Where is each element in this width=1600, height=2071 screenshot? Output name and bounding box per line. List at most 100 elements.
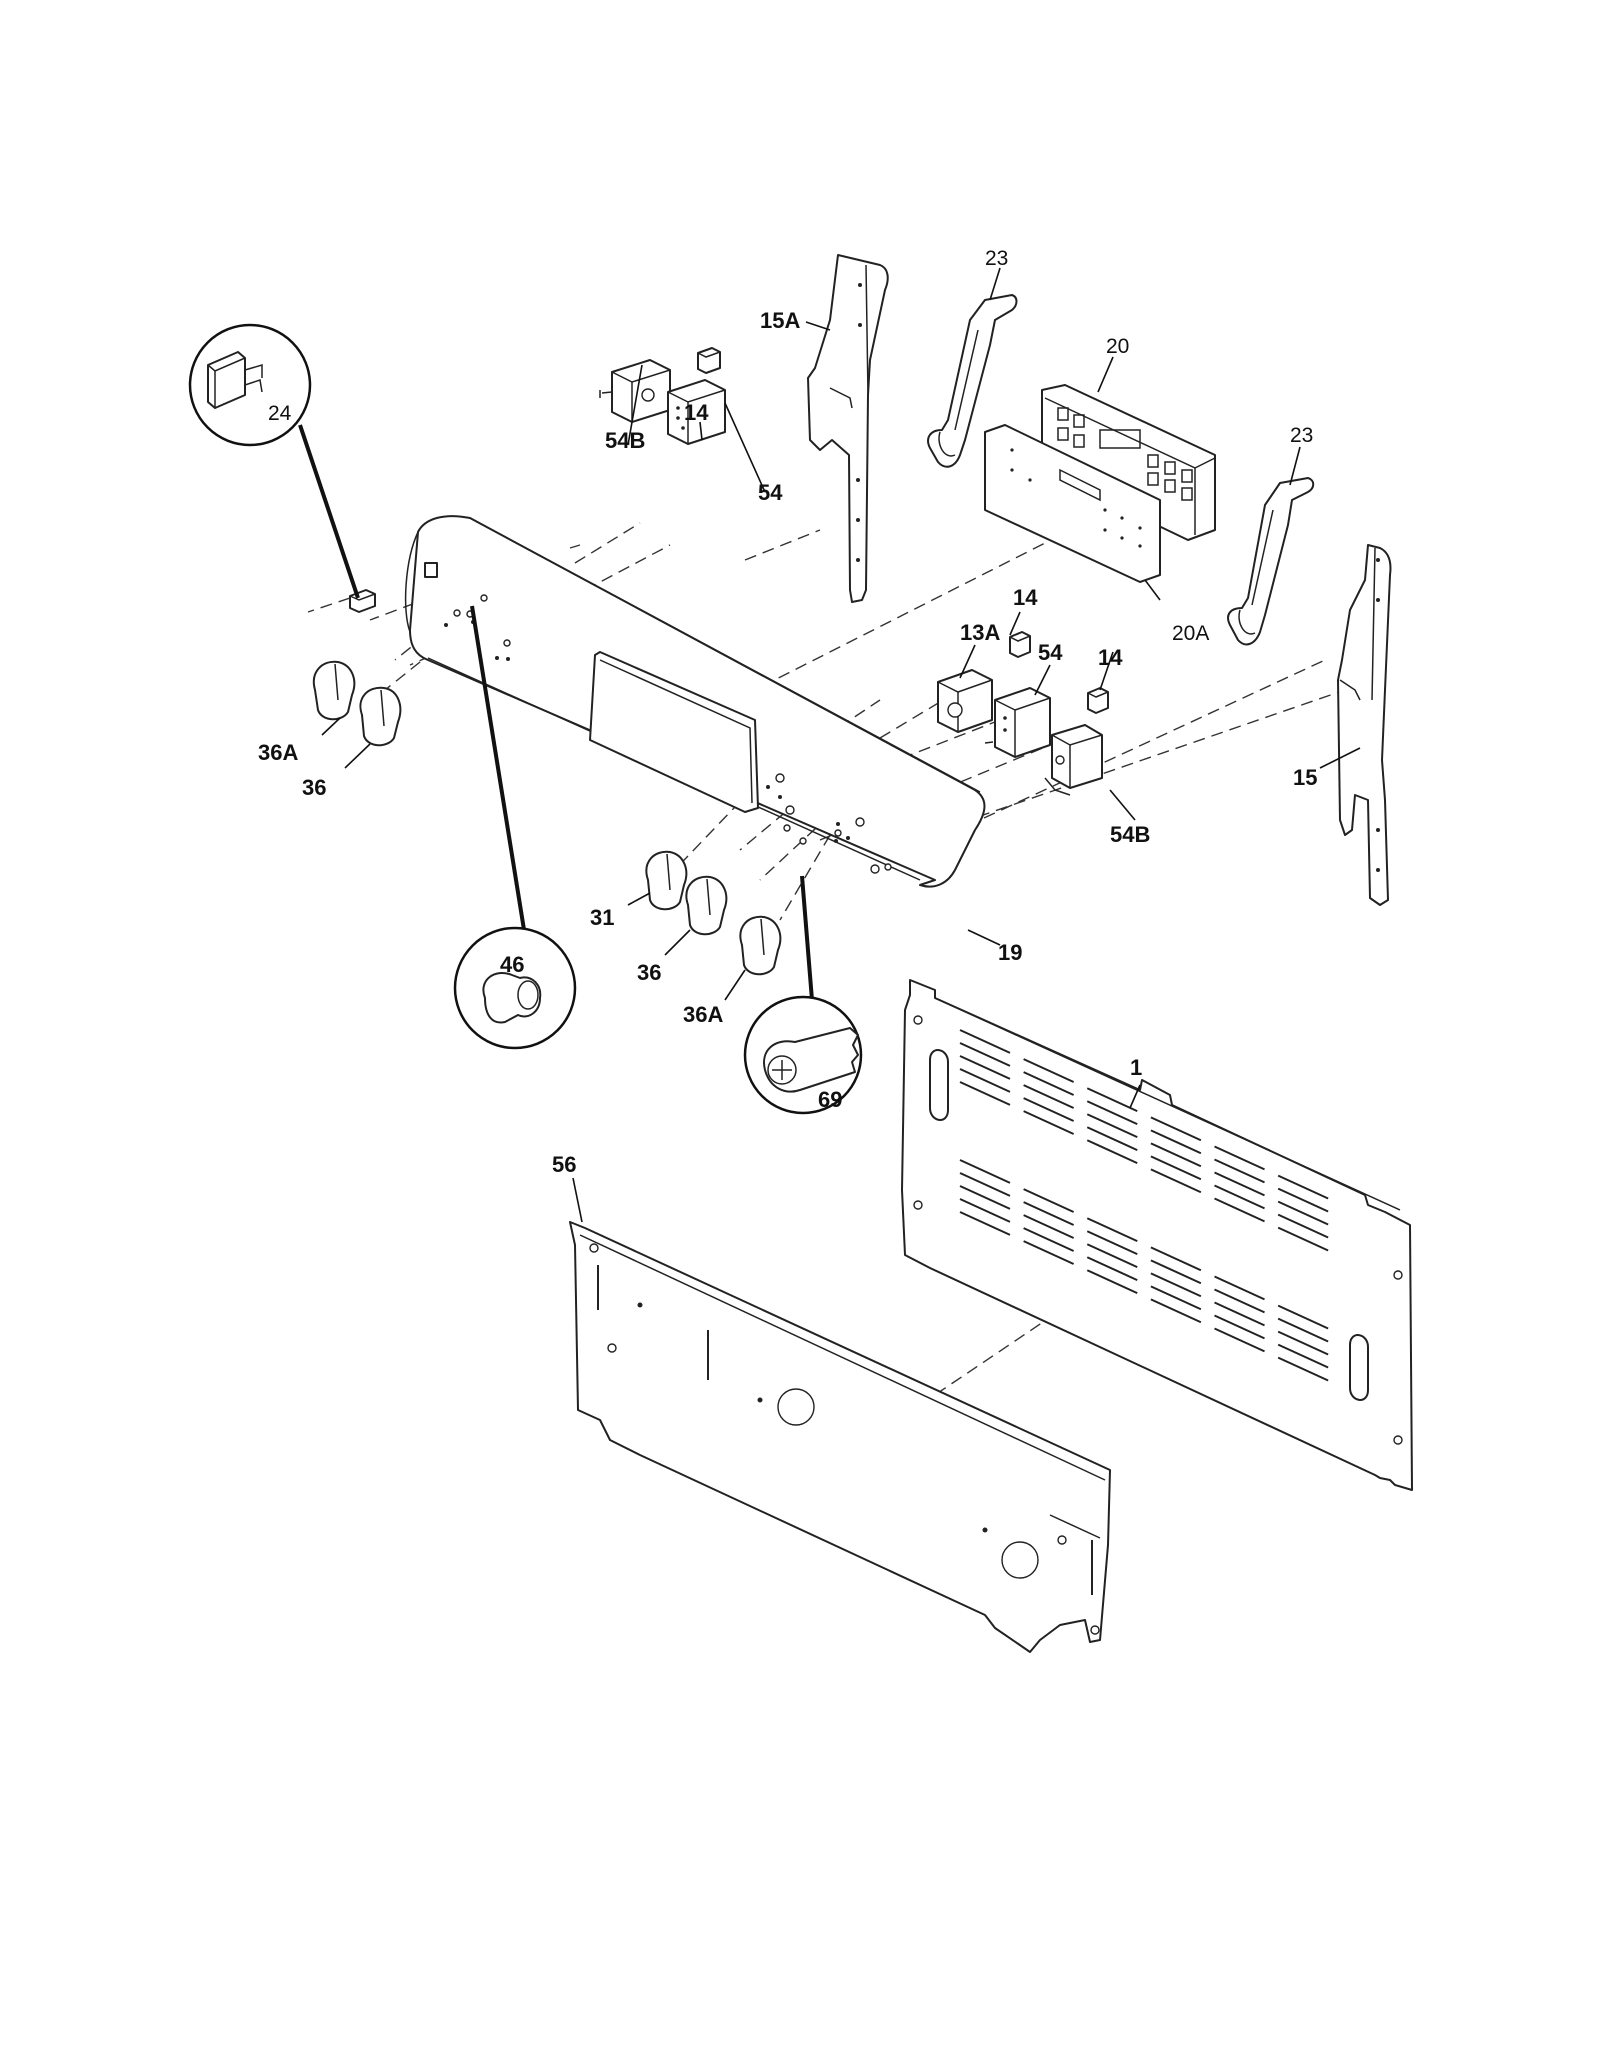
louver-slot — [1214, 1145, 1265, 1171]
louver-slot — [1023, 1097, 1075, 1122]
louver-slot — [1086, 1113, 1138, 1139]
callout-24: 24 — [268, 402, 292, 425]
louver-slot — [1214, 1327, 1265, 1353]
louver-slot — [1086, 1087, 1138, 1113]
louver-slot — [1086, 1126, 1138, 1152]
indicator-light-14-right — [1087, 687, 1109, 714]
callout-23-left: 23 — [985, 247, 1008, 270]
louver-slot — [1277, 1187, 1329, 1213]
callout-19: 19 — [998, 940, 1022, 965]
lower-rear-bracket-56 — [569, 1221, 1111, 1653]
callout-36-right: 36 — [637, 960, 661, 985]
knob-36-left — [359, 686, 402, 747]
louver-slot — [1023, 1214, 1075, 1239]
louver-slot — [1023, 1084, 1075, 1109]
end-cap-clip-23-left — [927, 294, 1018, 468]
louver-slot — [1150, 1246, 1202, 1272]
electronic-clock-control-20 — [1041, 384, 1216, 541]
infinite-switch-54-upper — [667, 379, 726, 445]
louver-slot — [1023, 1227, 1075, 1252]
rear-panel-1 — [901, 979, 1413, 1491]
callout-23-right: 23 — [1290, 424, 1313, 447]
louver-slot — [959, 1029, 1011, 1054]
infinite-switch-54-lower — [984, 687, 1051, 758]
callout-54B-lower: 54B — [1110, 822, 1150, 847]
infinite-switch-54B-lower — [1044, 724, 1103, 796]
louver-slot — [1277, 1317, 1329, 1343]
louver-slot — [959, 1172, 1011, 1197]
side-bracket-15A — [807, 254, 889, 603]
detail-callout-24 — [188, 323, 360, 599]
rocker-switch-24 — [349, 589, 376, 613]
display-window — [589, 651, 759, 813]
control-panel-backguard — [404, 515, 986, 888]
knob-31 — [645, 850, 688, 911]
callout-36A-left: 36A — [258, 740, 298, 765]
louver-slot — [1277, 1213, 1329, 1239]
louver-slot — [959, 1211, 1011, 1236]
louver-slot — [959, 1055, 1011, 1080]
callout-54-upper: 54 — [758, 480, 783, 505]
louver-slot — [1086, 1256, 1138, 1282]
louver-slot — [1150, 1168, 1202, 1194]
end-cap-clip-23-right — [1227, 477, 1315, 646]
louver-slot — [1277, 1343, 1329, 1369]
callout-15A: 15A — [760, 308, 800, 333]
louver-slot — [1277, 1174, 1329, 1200]
infinite-switch-13A — [937, 669, 993, 733]
louver-slot — [1023, 1240, 1075, 1265]
louver-slot — [1086, 1230, 1138, 1256]
louver-slot — [959, 1081, 1011, 1106]
callout-15: 15 — [1293, 765, 1317, 790]
louver-slot — [1086, 1269, 1138, 1295]
louver-slot — [1150, 1129, 1202, 1155]
callout-14-mid: 14 — [1013, 585, 1038, 610]
louver-slot — [1086, 1217, 1138, 1243]
louver-slot — [1150, 1285, 1202, 1311]
louver-slot — [1150, 1298, 1202, 1324]
callout-labels: 1 13A 14 14 14 15 15A 19 20 20A 23 23 24… — [258, 247, 1317, 1177]
louver-slot — [1023, 1201, 1075, 1226]
louver-slot — [1086, 1100, 1138, 1126]
knob-36A-left — [312, 660, 356, 721]
louver-slot — [1214, 1301, 1265, 1327]
louver-slot — [1086, 1139, 1138, 1165]
louver-slot — [1277, 1226, 1329, 1252]
knob-36-right — [685, 875, 728, 936]
louver-slot — [1150, 1155, 1202, 1181]
louver-slot — [1277, 1330, 1329, 1356]
callout-54B-upper: 54B — [605, 428, 645, 453]
leader-lines — [321, 267, 1361, 1223]
callout-54-lower: 54 — [1038, 640, 1063, 665]
louver-slot — [1023, 1110, 1075, 1135]
louver-slot — [1023, 1188, 1075, 1213]
louver-slot — [1214, 1158, 1265, 1184]
louver-slot — [1086, 1243, 1138, 1269]
control-overlay-20A — [984, 424, 1161, 583]
louver-slot — [959, 1198, 1011, 1223]
louver-slot — [1214, 1197, 1265, 1223]
louver-slot — [1150, 1272, 1202, 1298]
louver-slot — [1150, 1142, 1202, 1168]
callout-20A: 20A — [1172, 622, 1209, 645]
infinite-switch-54B-upper — [599, 359, 671, 423]
louver-slot — [959, 1068, 1011, 1093]
louver-slot — [1214, 1275, 1265, 1301]
louver-slot — [1277, 1200, 1329, 1226]
callout-36A-right: 36A — [683, 1002, 723, 1027]
louver-slot — [959, 1185, 1011, 1210]
detail-callout-46 — [453, 605, 577, 1050]
callout-36-left: 36 — [302, 775, 326, 800]
louver-slot — [1277, 1356, 1329, 1382]
detail-callout-69 — [743, 875, 863, 1115]
callout-13A: 13A — [960, 620, 1000, 645]
knob-36A-right — [739, 915, 782, 976]
louver-slot — [959, 1159, 1011, 1184]
indicator-light-14-upper — [697, 347, 721, 374]
callout-14-right: 14 — [1098, 645, 1123, 670]
louver-slot — [1150, 1259, 1202, 1285]
louver-slot — [1214, 1288, 1265, 1314]
louver-slot — [1023, 1058, 1075, 1083]
